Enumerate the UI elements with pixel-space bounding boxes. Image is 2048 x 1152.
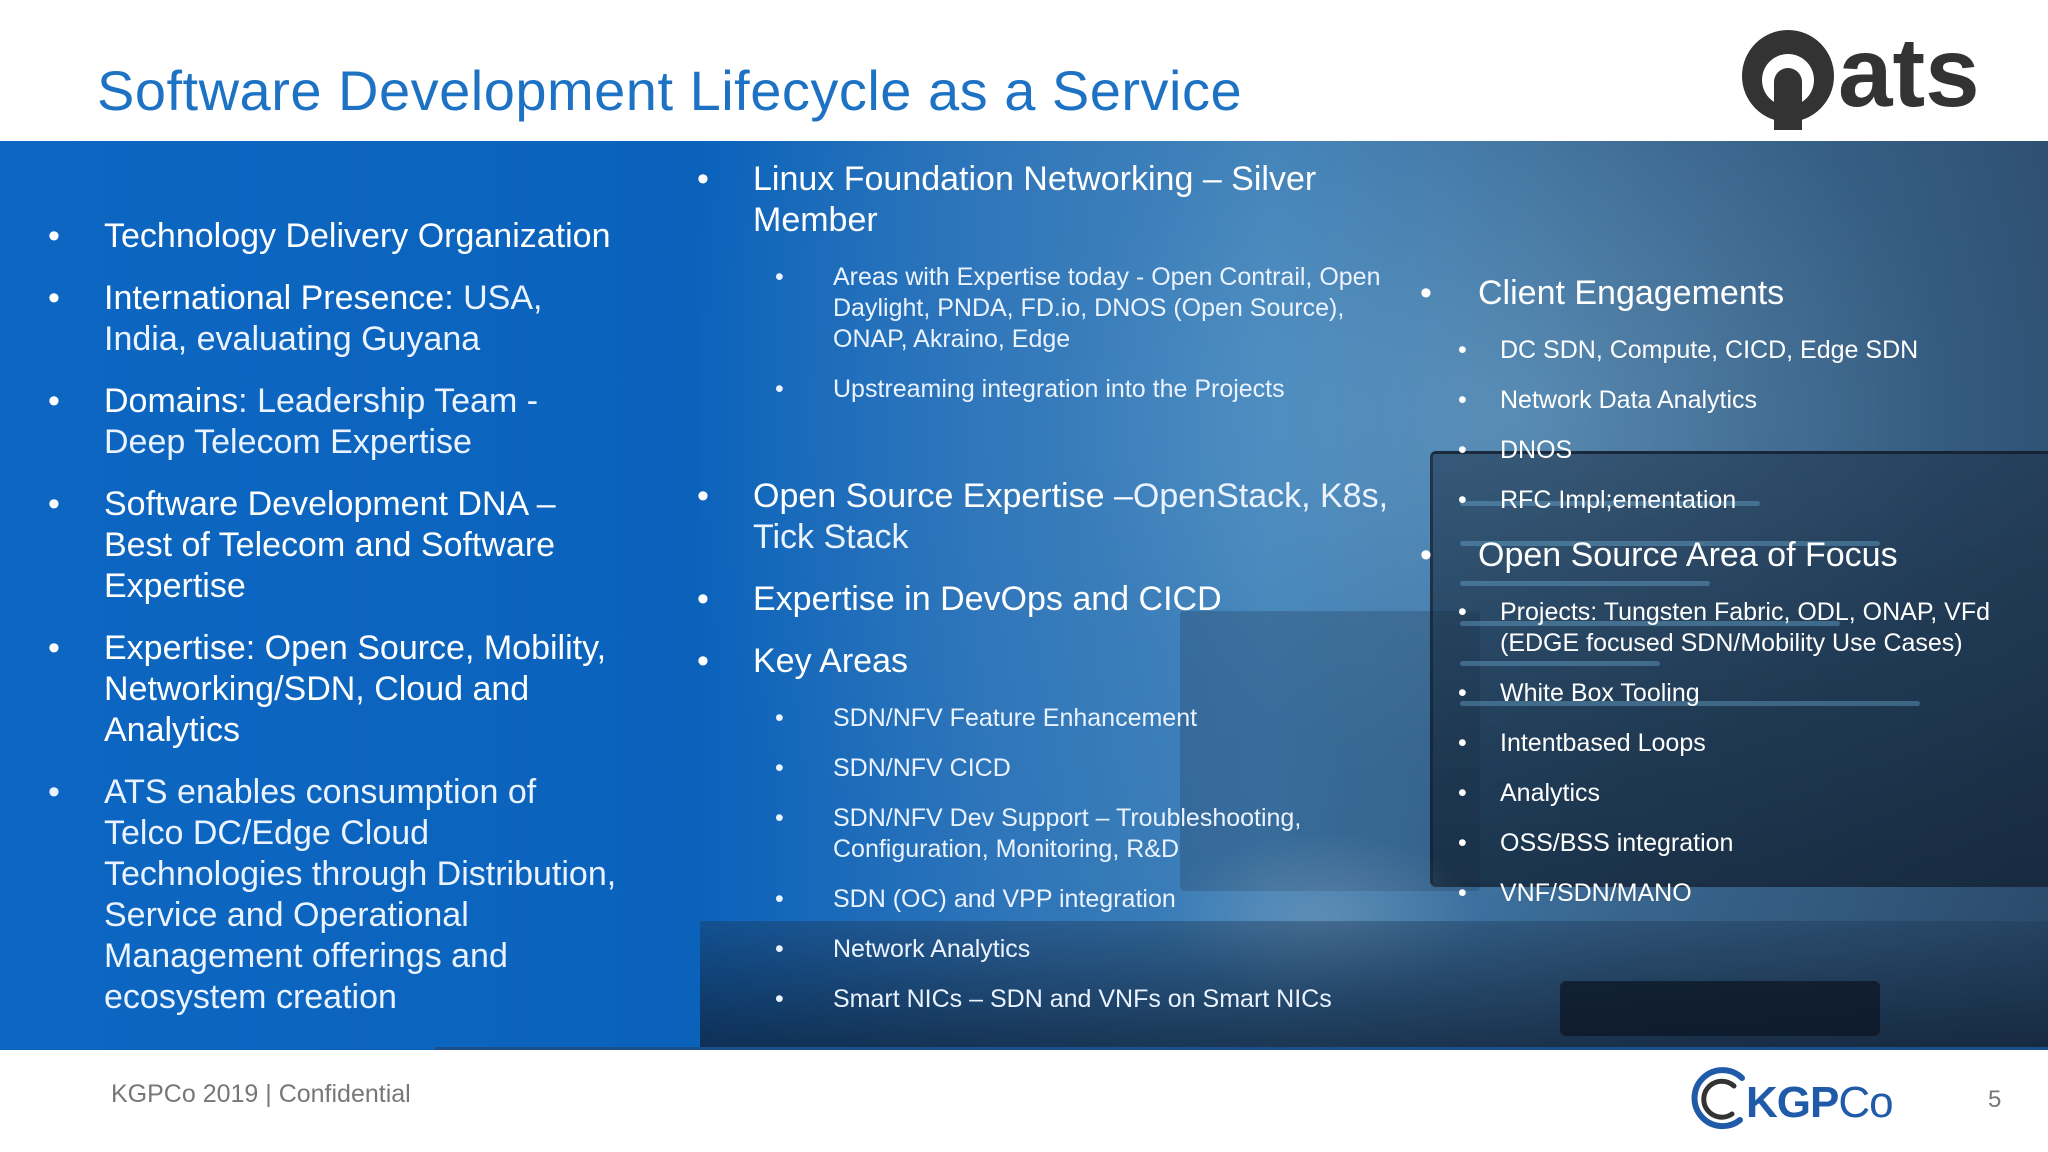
sub-bullet-item: OSS/BSS integration	[1458, 828, 2048, 859]
footer-confidential: KGPCo 2019 | Confidential	[111, 1080, 411, 1108]
sub-bullet-item: SDN/NFV Dev Support – Troubleshooting, C…	[775, 803, 1417, 865]
bullet-item: Expertise in DevOps and CICD	[697, 579, 1417, 620]
bullet-label: International Presence:	[104, 279, 454, 317]
sub-bullet-text: Analytics	[1500, 779, 1601, 807]
sub-bullet-item: Areas with Expertise today - Open Contra…	[775, 262, 1417, 355]
sub-bullet-text: Network Analytics	[833, 935, 1031, 963]
page-number: 5	[1988, 1086, 2002, 1113]
sub-bullet-text: DC SDN, Compute, CICD, Edge SDN	[1500, 336, 1919, 364]
bullet-item: ATS enables consumption of Telco DC/Edge…	[48, 772, 618, 1018]
sub-bullet-item: Upstreaming integration into the Project…	[775, 374, 1417, 405]
sub-bullet-item: SDN (OC) and VPP integration	[775, 884, 1417, 915]
spacer	[697, 424, 1417, 476]
sub-bullet-item: SDN/NFV Feature Enhancement	[775, 703, 1417, 734]
sub-bullet-item: DC SDN, Compute, CICD, Edge SDN	[1458, 335, 2048, 366]
bullet-item: Client Engagements	[1420, 273, 2048, 314]
bullet-text: Linux Foundation Networking – Silver Mem…	[753, 160, 1317, 239]
slide-title: Software Development Lifecycle as a Serv…	[97, 59, 1243, 122]
kgpco-swoosh-icon	[1691, 1067, 1745, 1130]
bullet-item: Key Areas	[697, 641, 1417, 682]
bullet-text: Open Source Area of Focus	[1478, 536, 1898, 574]
bullet-text: Technology Delivery Organization	[104, 217, 611, 255]
header: Software Development Lifecycle as a Serv…	[0, 0, 2048, 141]
bullet-text: Client Engagements	[1478, 274, 1785, 312]
sub-bullet-text: Smart NICs – SDN and VNFs on Smart NICs	[833, 985, 1332, 1013]
right-bullet-list: Client Engagements DC SDN, Compute, CICD…	[1420, 273, 2048, 909]
sub-bullet-text: DNOS	[1500, 436, 1573, 464]
band-bottom-line	[435, 1047, 2048, 1050]
sub-bullet-item: Network Analytics	[775, 934, 1417, 965]
bullet-text: Expertise in DevOps and CICD	[753, 580, 1222, 618]
kgpco-logo-suffix: Co	[1838, 1078, 1893, 1127]
sub-bullet-text: SDN/NFV Dev Support – Troubleshooting, C…	[833, 804, 1302, 863]
kgpco-logo-text: KGPCo	[1746, 1078, 1894, 1128]
sub-bullet-text: Areas with Expertise today - Open Contra…	[833, 263, 1381, 353]
sub-bullet-text: SDN/NFV Feature Enhancement	[833, 704, 1198, 732]
bullet-item: Technology Delivery Organization	[48, 216, 618, 257]
column-right: Client Engagements DC SDN, Compute, CICD…	[1420, 273, 2048, 928]
bullet-item: Expertise: Open Source, Mobility, Networ…	[48, 628, 618, 751]
background-code-line	[1460, 661, 1660, 666]
sub-bullet-item: Smart NICs – SDN and VNFs on Smart NICs	[775, 984, 1417, 1015]
sub-bullet-item: SDN/NFV CICD	[775, 753, 1417, 784]
bullet-text: ATS enables consumption of Telco DC/Edge…	[104, 773, 617, 1016]
sub-bullet-item: White Box Tooling	[1458, 678, 2048, 709]
bullet-label: Open Source Expertise –	[753, 477, 1133, 515]
bullet-item: Linux Foundation Networking – Silver Mem…	[697, 159, 1417, 241]
sub-bullet-text: White Box Tooling	[1500, 679, 1700, 707]
bullet-text: Expertise: Open Source, Mobility, Networ…	[104, 629, 607, 749]
bullet-text: USA, India, evaluating Guyana	[104, 279, 543, 358]
sub-bullet-text: Network Data Analytics	[1500, 386, 1758, 414]
sub-bullet-item: Network Data Analytics	[1458, 385, 2048, 416]
middle-bullet-list-2: Open Source Expertise –OpenStack, K8s, T…	[697, 476, 1417, 1015]
bullet-label: Domains	[104, 382, 239, 420]
middle-bullet-list: Linux Foundation Networking – Silver Mem…	[697, 159, 1417, 405]
kgpco-logo: KGPCo	[1690, 1066, 1894, 1132]
background-monitor	[1430, 451, 2048, 887]
sub-bullet-text: Intentbased Loops	[1500, 729, 1706, 757]
sub-bullet-item: Intentbased Loops	[1458, 728, 2048, 759]
bullet-item: Open Source Area of Focus	[1420, 535, 2048, 576]
sub-bullet-text: OSS/BSS integration	[1500, 829, 1734, 857]
left-bullet-list: Technology Delivery Organization Interna…	[48, 216, 618, 1018]
sub-bullet-item: Analytics	[1458, 778, 2048, 809]
bullet-item: Software Development DNA – Best of Telec…	[48, 484, 618, 607]
sub-bullet-text: SDN (OC) and VPP integration	[833, 885, 1176, 913]
sub-bullet-item: VNF/SDN/MANO	[1458, 878, 2048, 909]
column-middle: Linux Foundation Networking – Silver Mem…	[697, 159, 1417, 1034]
bullet-item: Domains: Leadership Team - Deep Telecom …	[48, 381, 618, 463]
sub-bullet-text: VNF/SDN/MANO	[1500, 879, 1692, 907]
bullet-item: Open Source Expertise –OpenStack, K8s, T…	[697, 476, 1417, 558]
sub-bullet-item: RFC Impl;ementation	[1458, 485, 2048, 516]
bullet-item: International Presence: USA, India, eval…	[48, 278, 618, 360]
ats-logo: ats	[1742, 20, 1980, 130]
sub-bullet-text: SDN/NFV CICD	[833, 754, 1011, 782]
background-keyboard	[1560, 981, 1880, 1036]
sub-bullet-text: Upstreaming integration into the Project…	[833, 375, 1285, 403]
background-code-line	[1460, 581, 1710, 586]
sub-bullet-text: RFC Impl;ementation	[1500, 486, 1737, 514]
bullet-text: OpenStack, K8s, Tick Stack	[753, 477, 1389, 556]
bullet-text: Key Areas	[753, 642, 908, 680]
sub-bullet-item: Projects: Tungsten Fabric, ODL, ONAP, VF…	[1458, 597, 2048, 659]
sub-bullet-text: Projects: Tungsten Fabric, ODL, ONAP, VF…	[1500, 598, 1991, 657]
kgpco-logo-brand: KGP	[1746, 1078, 1839, 1127]
column-left: Technology Delivery Organization Interna…	[48, 216, 618, 1039]
bullet-text: Software Development DNA – Best of Telec…	[104, 485, 556, 605]
ats-logo-text: ats	[1838, 20, 1980, 127]
bullet-text: : Leadership Team - Deep Telecom Experti…	[104, 382, 539, 461]
sub-bullet-item: DNOS	[1458, 435, 2048, 466]
